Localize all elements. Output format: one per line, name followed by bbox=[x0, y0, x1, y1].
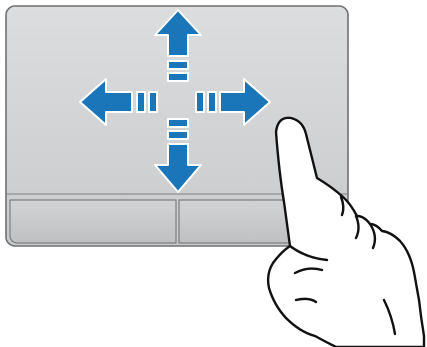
left-click-button-icon bbox=[10, 200, 176, 243]
